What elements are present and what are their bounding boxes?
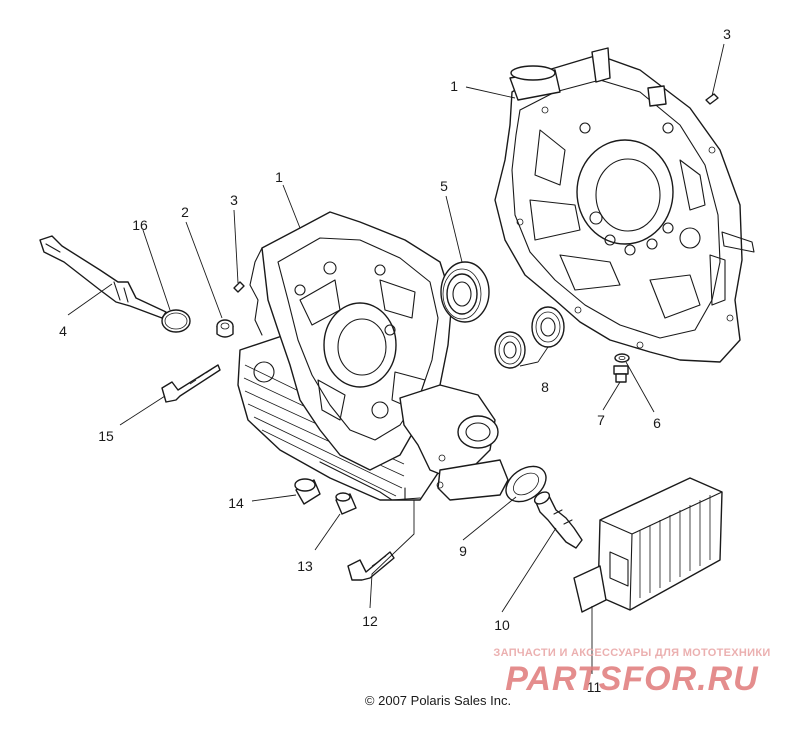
- callout-labels: 1 1 2 3 3 4 5 6 7 8 9 10 11 12 13 14 15 …: [59, 26, 731, 695]
- callout-2: 2: [181, 204, 189, 220]
- main-bearing-large: [440, 261, 490, 323]
- callout-15: 15: [98, 428, 114, 444]
- drain-plug: [613, 365, 629, 383]
- oil-plug-small: [335, 492, 357, 515]
- crankcase-left-half: [237, 211, 509, 501]
- callout-7: 7: [597, 412, 605, 428]
- callout-3-left: 3: [230, 192, 238, 208]
- callout-1-right: 1: [450, 78, 458, 94]
- bearing-pair: [494, 306, 565, 369]
- callout-16: 16: [132, 217, 148, 233]
- callout-13: 13: [297, 558, 313, 574]
- callout-5: 5: [440, 178, 448, 194]
- case-bolt: [161, 364, 221, 403]
- gasket: [505, 465, 547, 503]
- bushing: [216, 319, 234, 338]
- callout-10: 10: [494, 617, 510, 633]
- watermark-tagline: ЗАПЧАСТИ И АКСЕССУАРЫ ДЛЯ МОТОТЕХНИКИ: [493, 647, 770, 659]
- o-ring: [161, 309, 191, 333]
- mounting-bolt: [347, 551, 395, 581]
- dowel-pin-left: [233, 281, 245, 293]
- callout-12: 12: [362, 613, 378, 629]
- copyright-notice: © 2007 Polaris Sales Inc.: [365, 693, 511, 708]
- oil-plug-large: [294, 478, 321, 505]
- watermark-brand: PARTSFOR.RU: [505, 660, 759, 698]
- callout-9: 9: [459, 543, 467, 559]
- callout-14: 14: [228, 495, 244, 511]
- watermark: ЗАПЧАСТИ И АКСЕССУАРЫ ДЛЯ МОТОТЕХНИКИ PA…: [493, 647, 770, 698]
- dipstick: [39, 235, 167, 319]
- callout-8: 8: [541, 379, 549, 395]
- dowel-pin-right: [705, 93, 719, 105]
- callout-3-right: 3: [723, 26, 731, 42]
- hose-fitting: [533, 491, 583, 549]
- leader-lines: [67, 43, 725, 674]
- drain-washer: [614, 353, 630, 363]
- callout-1-left: 1: [275, 169, 283, 185]
- crankcase-right-half: [494, 47, 755, 363]
- callout-11: 11: [587, 679, 602, 695]
- voltage-regulator: [573, 477, 723, 613]
- callout-6: 6: [653, 415, 661, 431]
- callout-4: 4: [59, 323, 67, 339]
